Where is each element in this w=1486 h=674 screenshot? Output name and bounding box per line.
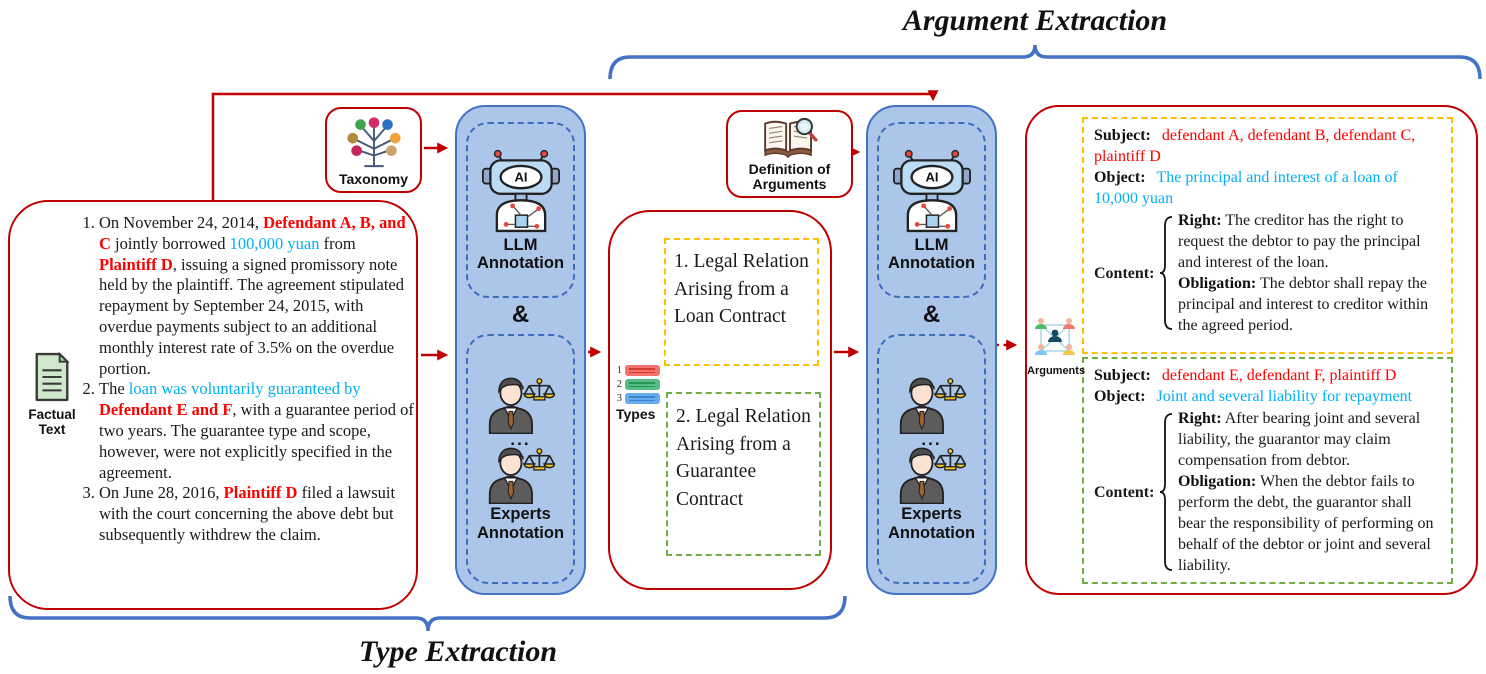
object-label: Object: <box>1094 169 1146 186</box>
expert-icon <box>899 377 966 435</box>
legend-bar-type3 <box>625 393 660 404</box>
content-row: Content: Right: After bearing joint and … <box>1094 408 1441 576</box>
types-legend: 1 2 3 Types <box>615 365 665 423</box>
object-label: Object: <box>1094 388 1146 405</box>
right-value: After bearing joint and several liabilit… <box>1178 410 1421 469</box>
content-row: Content: Right: The creditor has the rig… <box>1094 210 1441 336</box>
type-extraction-brace <box>8 595 847 632</box>
types-legend-label: Types <box>616 406 656 422</box>
content-label: Content: <box>1094 264 1155 282</box>
llm-annotation-section-1: AI LLM Annotation <box>466 122 575 298</box>
obligation-label: Obligation: <box>1178 275 1257 292</box>
factual-text-box: On November 24, 2014, Defendant A, B, an… <box>8 200 418 610</box>
argument-extraction-brace <box>608 44 1482 80</box>
annotation-pipeline-1: AI LLM Annotation & <box>455 105 586 595</box>
book-magnifier-icon <box>763 118 817 159</box>
object-value: Joint and several liability for repaymen… <box>1156 388 1413 405</box>
legend-number: 3 <box>616 393 622 404</box>
llm-annotation-label: LLM Annotation <box>887 235 976 272</box>
definition-of-arguments-label: Definition of Arguments <box>748 161 831 192</box>
arguments-label: Arguments <box>1027 365 1086 377</box>
right-line: Right: After bearing joint and several l… <box>1178 408 1441 471</box>
factual-item-3: On June 28, 2016, Plaintiff D filed a la… <box>99 483 414 545</box>
type-1-loan-contract: 1. Legal Relation Arising from a Loan Co… <box>664 238 819 366</box>
type-extraction-title: Type Extraction <box>358 635 558 668</box>
obligation-line: Obligation: The debtor shall repay the p… <box>1178 273 1441 336</box>
content-brace <box>1160 216 1173 330</box>
subject-value: defendant E, defendant F, plaintiff D <box>1161 367 1397 384</box>
object-line: Object:The principal and interest of a l… <box>1094 167 1441 209</box>
subject-line: Subject: defendant E, defendant F, plaint… <box>1094 365 1441 386</box>
obligation-line: Obligation: When the debtor fails to per… <box>1178 471 1441 576</box>
content-text: Right: After bearing joint and several l… <box>1178 408 1441 576</box>
content-label: Content: <box>1094 483 1155 501</box>
argument-extraction-title: Argument Extraction <box>902 4 1168 37</box>
guarantee-argument-card: Subject: defendant E, defendant F, plaint… <box>1082 357 1453 584</box>
factual-text-icon-group: Factual Text <box>23 351 81 438</box>
subject-value: defendant A, defendant B, defendant C, p… <box>1094 127 1416 165</box>
wire-factual-to-pipeline2 <box>211 90 939 201</box>
arguments-network-icon <box>1035 318 1075 355</box>
factual-item-2: The loan was voluntarily guaranteed by D… <box>99 379 414 483</box>
document-icon <box>35 351 70 402</box>
experts-annotation-section-2: ... Experts Annotation <box>877 334 986 584</box>
factual-text-list: On November 24, 2014, Defendant A, B, an… <box>74 213 414 546</box>
content-brace <box>1160 413 1173 571</box>
extracted-arguments-box: Subject:defendant A, defendant B, defend… <box>1025 105 1478 595</box>
experts-annotation-label: Experts Annotation <box>887 505 976 542</box>
svg-text:AI: AI <box>925 169 938 184</box>
robot-ai-icon: AI <box>892 149 971 232</box>
legend-row-1: 1 <box>615 365 665 376</box>
llm-annotation-label: LLM Annotation <box>476 235 565 272</box>
legend-bar-type2 <box>625 379 660 390</box>
legend-row-2: 2 <box>615 379 665 390</box>
taxonomy-label: Taxonomy <box>339 170 408 187</box>
and-symbol: & <box>511 301 530 328</box>
subject-label: Subject: <box>1094 127 1151 144</box>
taxonomy-tree-icon <box>346 117 401 167</box>
right-label: Right: <box>1178 212 1222 229</box>
expert-icon <box>488 447 555 505</box>
legend-row-3: 3 <box>615 393 665 404</box>
subject-line: Subject:defendant A, defendant B, defend… <box>1094 125 1441 167</box>
factual-item-1: On November 24, 2014, Defendant A, B, an… <box>99 213 414 379</box>
subject-label: Subject: <box>1094 367 1151 384</box>
right-value: The creditor has the right to request th… <box>1178 212 1421 271</box>
object-value: The principal and interest of a loan of … <box>1094 169 1398 207</box>
experts-annotation-label: Experts Annotation <box>476 505 565 542</box>
loan-argument-card: Subject:defendant A, defendant B, defend… <box>1082 117 1453 354</box>
arguments-icon-group: Arguments <box>1027 316 1086 377</box>
ellipsis: ... <box>921 430 942 450</box>
obligation-label: Obligation: <box>1178 473 1257 490</box>
llm-annotation-section-2: AI LLM Annotation <box>877 122 986 298</box>
legend-bar-type1 <box>625 365 660 376</box>
obligation-value: The debtor shall repay the principal and… <box>1178 275 1429 334</box>
right-line: Right: The creditor has the right to req… <box>1178 210 1441 273</box>
definition-of-arguments-box: Definition of Arguments <box>726 110 853 198</box>
content-text: Right: The creditor has the right to req… <box>1178 210 1441 336</box>
type-2-guarantee-contract: 2. Legal Relation Arising from a Guarant… <box>666 392 821 556</box>
object-line: Object: Joint and several liability for r… <box>1094 386 1441 407</box>
obligation-value: When the debtor fails to perform the deb… <box>1178 473 1434 574</box>
legend-number: 1 <box>616 365 622 376</box>
legend-number: 2 <box>616 379 622 390</box>
ellipsis: ... <box>510 430 531 450</box>
and-symbol: & <box>922 301 941 328</box>
expert-icon <box>899 447 966 505</box>
factual-text-label: Factual Text <box>28 407 76 438</box>
expert-icon <box>488 377 555 435</box>
experts-annotation-section-1: ... Experts Annotation <box>466 334 575 584</box>
taxonomy-box: Taxonomy <box>325 107 422 193</box>
robot-ai-icon: AI <box>481 149 560 232</box>
right-label: Right: <box>1178 410 1222 427</box>
extracted-types-box: 1. Legal Relation Arising from a Loan Co… <box>608 210 832 590</box>
svg-text:AI: AI <box>514 169 527 184</box>
annotation-pipeline-2: AI LLM Annotation & <box>866 105 997 595</box>
